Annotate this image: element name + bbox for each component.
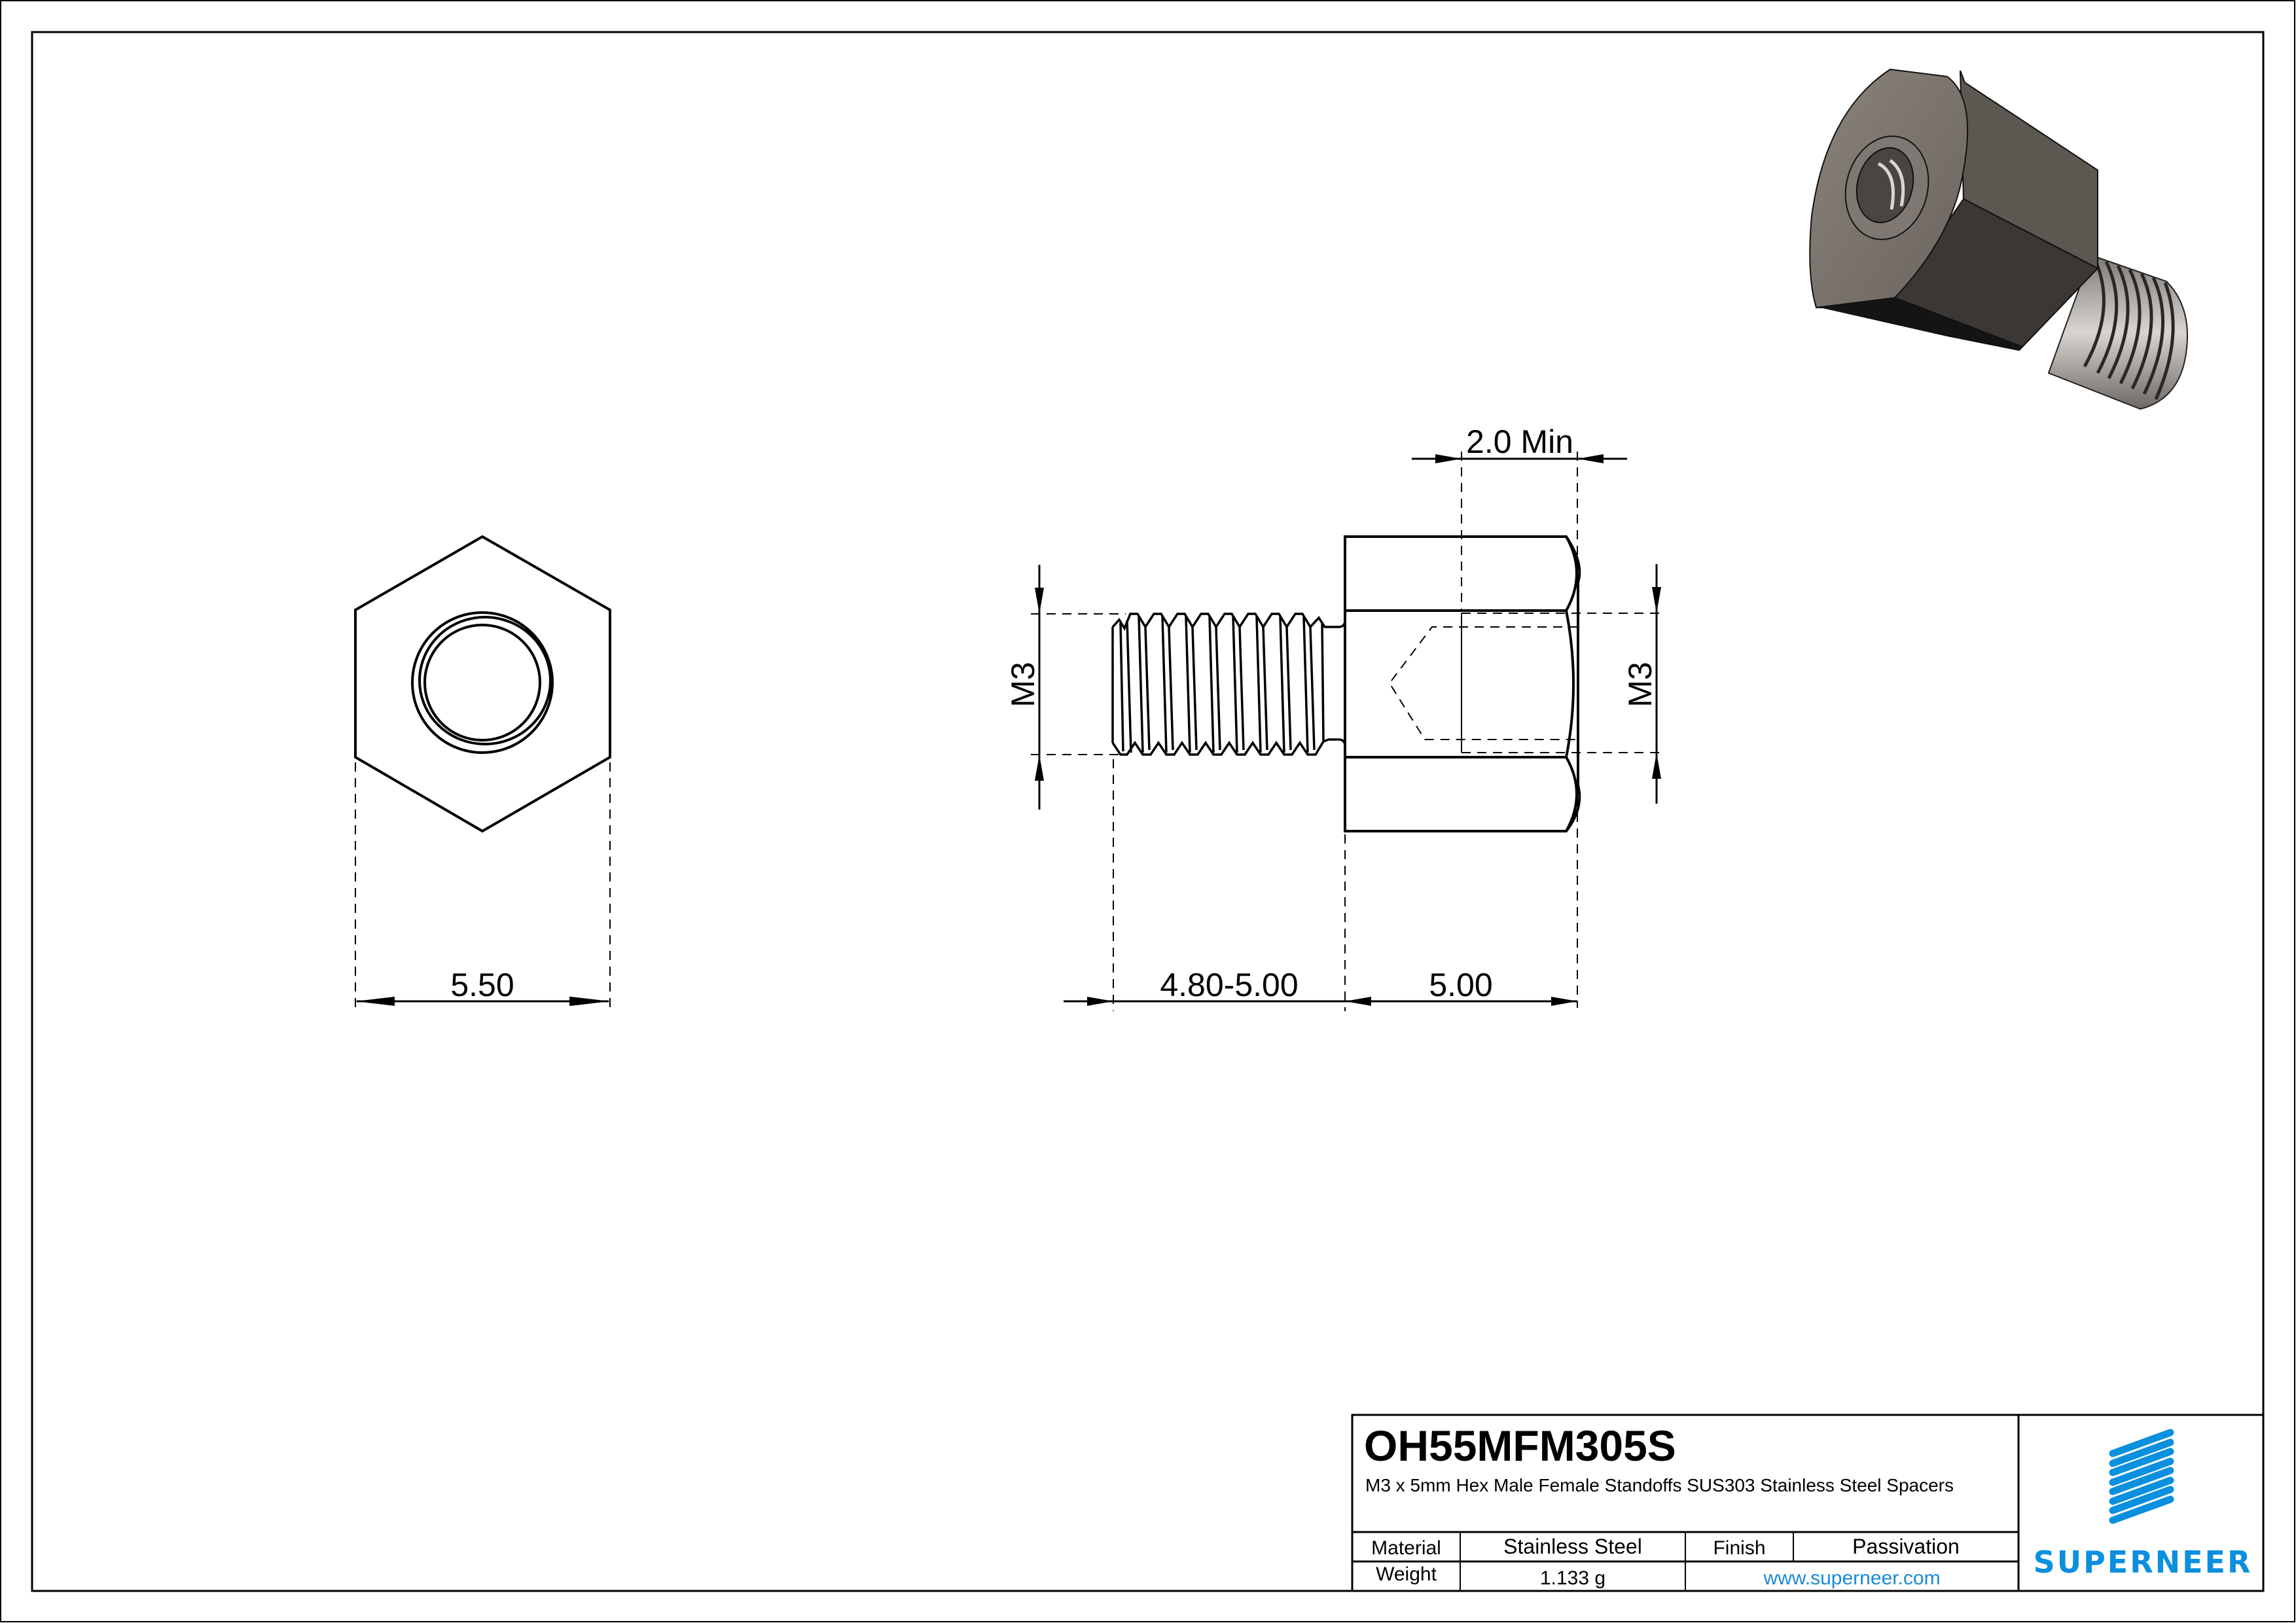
- part-description: M3 x 5mm Hex Male Female Standoffs SUS30…: [1365, 1475, 1954, 1495]
- side-view-body: [1344, 535, 1581, 832]
- superneer-logo-text: SUPERNEER: [2033, 1544, 2253, 1580]
- material-value: Stainless Steel: [1503, 1535, 1642, 1558]
- dim-male-length: 4.80-5.00: [1160, 967, 1298, 1003]
- front-view-dimension: [355, 762, 611, 1011]
- side-view-dimensions: [1035, 454, 1661, 1006]
- side-view-male-thread: [1111, 613, 1346, 756]
- material-label: Material: [1371, 1537, 1441, 1559]
- iso-thread: [2047, 254, 2188, 410]
- finish-label: Finish: [1713, 1537, 1766, 1559]
- iso-hex-top-face: [1960, 70, 2098, 270]
- weight-label: Weight: [1376, 1563, 1437, 1585]
- dim-across-flats: 5.50: [450, 967, 514, 1003]
- finish-value: Passivation: [1852, 1535, 1960, 1558]
- dim-male-thread: M3: [1005, 662, 1041, 707]
- inner-frame: [31, 31, 2265, 1592]
- superneer-logo-icon: [2109, 1429, 2174, 1524]
- front-view-hex: [354, 535, 611, 833]
- dim-female-thread: M3: [1622, 662, 1659, 707]
- part-number: OH55MFM305S: [1364, 1421, 1676, 1470]
- dim-thread-depth: 2.0 Min: [1466, 423, 1573, 460]
- side-view-hidden-lines: [1031, 452, 1666, 1011]
- dim-body-length: 5.00: [1429, 967, 1492, 1003]
- website-link[interactable]: www.superneer.com: [1763, 1567, 1941, 1589]
- weight-value: 1.133 g: [1539, 1567, 1606, 1589]
- isometric-render: [1809, 68, 2188, 410]
- title-block-grid: [1351, 1414, 2265, 1592]
